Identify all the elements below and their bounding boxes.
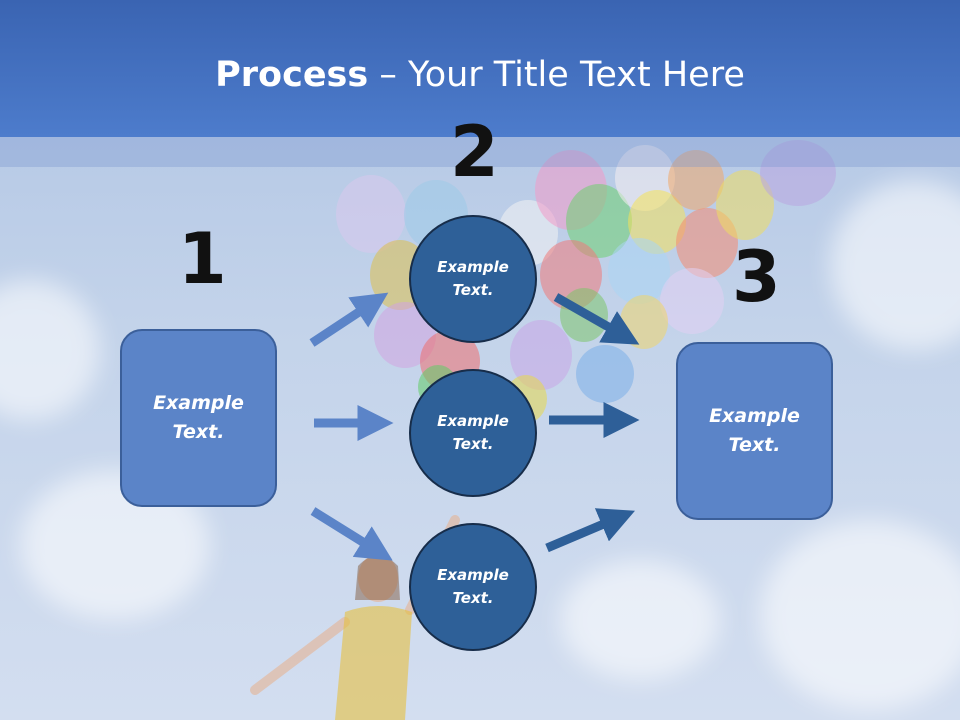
circle-middle-text: Example Text. — [437, 412, 509, 453]
left-box-text: Example Text. — [153, 392, 244, 443]
arrow-down-right-icon — [553, 293, 640, 345]
title-strip — [0, 137, 960, 167]
left-box: Example Text. — [120, 329, 277, 507]
circle-top-text: Example Text. — [437, 258, 509, 299]
cloud-decoration — [760, 520, 960, 710]
arrow-down-right-icon — [310, 507, 393, 561]
circle-top: Example Text. — [409, 215, 537, 343]
cloud-decoration — [830, 180, 960, 350]
circle-bottom-text: Example Text. — [437, 566, 509, 607]
arrow-up-right-icon — [545, 508, 636, 553]
slide-title-bold: Process — [215, 55, 369, 95]
cloud-decoration — [560, 560, 720, 680]
right-box: Example Text. — [676, 342, 833, 520]
slide-title: Process – Your Title Text Here — [0, 50, 960, 100]
circle-middle: Example Text. — [409, 369, 537, 497]
step-number-3: 3 — [732, 236, 781, 318]
title-bar — [0, 0, 960, 137]
arrow-up-right-icon — [309, 292, 389, 347]
circle-bottom: Example Text. — [409, 523, 537, 651]
step-number-2: 2 — [450, 111, 499, 193]
slide-title-rest: – Your Title Text Here — [368, 55, 745, 95]
step-number-1: 1 — [178, 218, 227, 300]
right-box-text: Example Text. — [709, 405, 800, 456]
